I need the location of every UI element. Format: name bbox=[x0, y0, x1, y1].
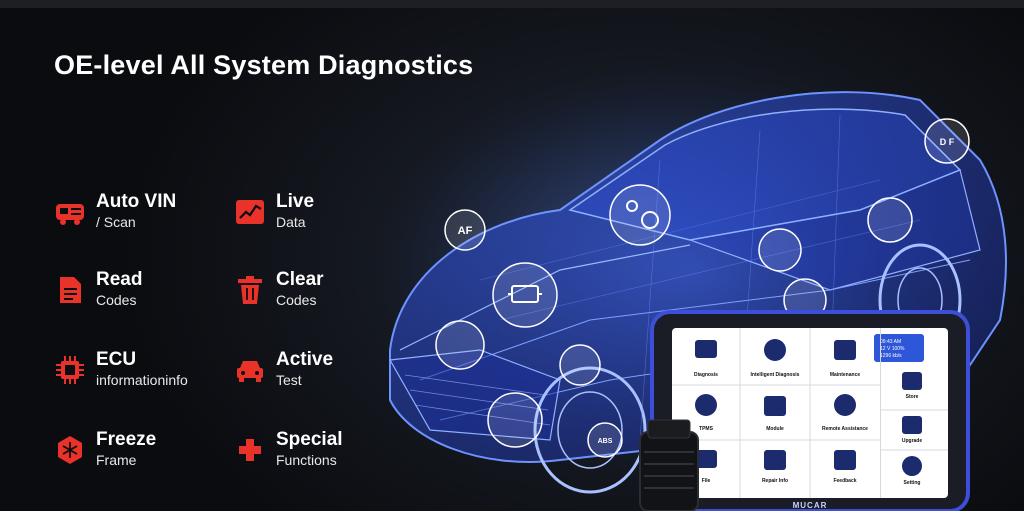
badge-df: D F bbox=[940, 137, 955, 147]
feature-title: Clear bbox=[276, 269, 324, 290]
feature-title: Special bbox=[276, 429, 343, 450]
feature-title: Live bbox=[276, 191, 315, 212]
app-diagnosis: Diagnosis bbox=[694, 372, 718, 378]
engine-icon bbox=[508, 285, 542, 303]
feature-subtitle: Data bbox=[276, 213, 306, 230]
app-store: Store bbox=[906, 394, 919, 400]
badge-af: AF bbox=[458, 225, 473, 237]
feature-active-test: Active Test bbox=[234, 349, 334, 388]
feature-subtitle: Codes bbox=[276, 291, 317, 308]
feature-clear-codes: Clear Codes bbox=[234, 269, 324, 308]
airbag-icon bbox=[626, 200, 659, 229]
app-feedback: Feedback bbox=[833, 478, 856, 484]
feature-subtitle: informationinfo bbox=[96, 371, 188, 388]
feature-live-data: Live Data bbox=[234, 191, 315, 230]
top-bar bbox=[0, 0, 1024, 8]
live-data-chart-icon bbox=[236, 200, 264, 224]
app-upgrade: Upgrade bbox=[902, 438, 923, 444]
obd-connector bbox=[639, 419, 699, 511]
plus-icon bbox=[239, 439, 261, 461]
status-voltage: 12 V 100% bbox=[880, 346, 905, 352]
app-maintenance: Maintenance bbox=[830, 372, 861, 378]
status-speed: 1296 kb/s bbox=[880, 353, 902, 359]
feature-subtitle: / Scan bbox=[96, 213, 136, 230]
app-tpms: TPMS bbox=[699, 426, 714, 432]
feature-subtitle: Frame bbox=[96, 451, 137, 468]
feature-title: ECU bbox=[96, 349, 137, 370]
chip-icon bbox=[56, 356, 84, 384]
feature-subtitle: Functions bbox=[276, 451, 337, 468]
trash-icon bbox=[238, 276, 262, 304]
document-icon bbox=[60, 277, 81, 303]
app-intelligent-diagnosis: Intelligent Diagnosis bbox=[751, 372, 800, 378]
feature-title: Active bbox=[276, 349, 334, 370]
app-setting: Setting bbox=[904, 480, 921, 486]
feature-freeze-frame: Freeze Frame bbox=[54, 429, 157, 468]
feature-auto-vin: Auto VIN / Scan bbox=[54, 191, 177, 230]
car-front-icon bbox=[237, 361, 263, 382]
app-repair-info: Repair Info bbox=[762, 478, 788, 484]
feature-subtitle: Test bbox=[276, 371, 302, 388]
brand-logo: MUCAR bbox=[793, 501, 828, 510]
feature-title: Read bbox=[96, 269, 143, 290]
car-wireframe-illustration: AF D F ABS bbox=[370, 60, 1010, 494]
snowflake-icon bbox=[58, 436, 82, 464]
feature-title: Freeze bbox=[96, 429, 157, 450]
feature-ecu-information: ECU informationinfo bbox=[54, 349, 188, 388]
app-file: File bbox=[702, 478, 711, 484]
car-vin-icon bbox=[56, 204, 84, 225]
feature-subtitle: Codes bbox=[96, 291, 137, 308]
page-title: OE-level All System Diagnostics bbox=[54, 50, 474, 80]
feature-title: Auto VIN bbox=[96, 191, 177, 212]
app-module: Module bbox=[766, 426, 784, 432]
feature-read-codes: Read Codes bbox=[54, 269, 143, 308]
status-time: 09:43 AM bbox=[880, 339, 901, 345]
app-remote-assistance: Remote Assistance bbox=[822, 426, 868, 432]
badge-abs: ABS bbox=[598, 438, 613, 445]
diagnostic-tablet: 09:43 AM 12 V 100% 1296 kb/s D bbox=[650, 310, 970, 511]
feature-special-functions: Special Functions bbox=[234, 429, 343, 468]
